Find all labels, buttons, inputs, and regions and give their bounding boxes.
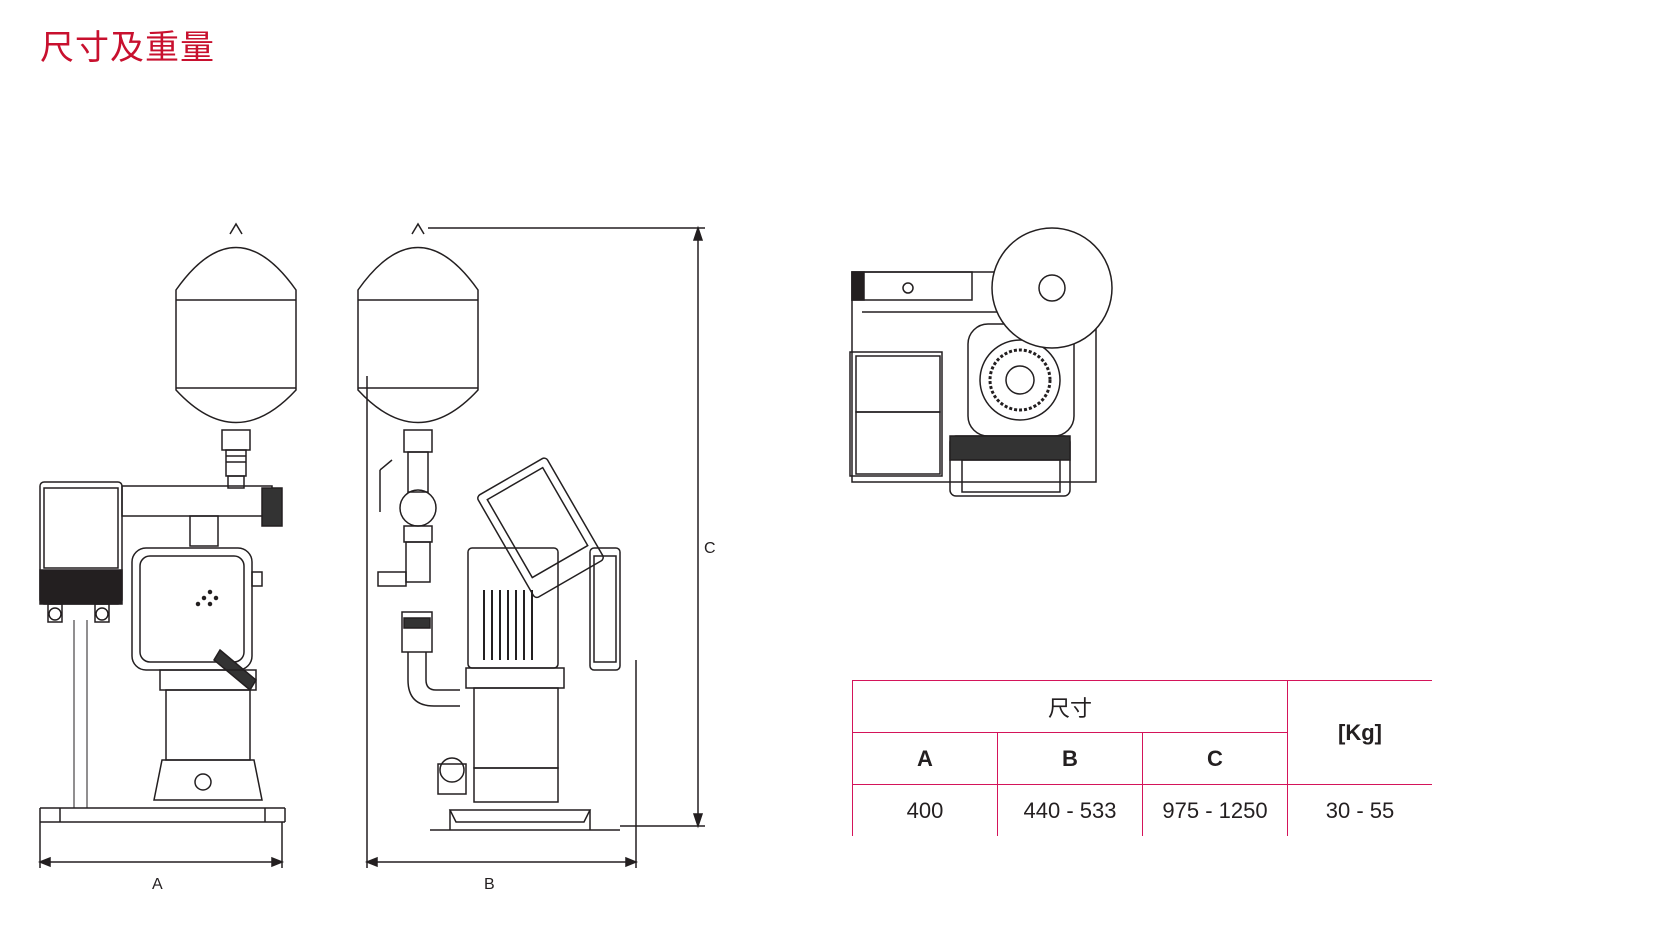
spec-table: 尺寸 [Kg] A B C 400 440 - 533 975 - 1250 3… — [852, 680, 1432, 836]
spec-value-row: 400 440 - 533 975 - 1250 30 - 55 — [852, 784, 1432, 836]
dimension-c-label: C — [704, 540, 716, 557]
side-tank-outline — [357, 246, 479, 424]
dimensions-group-header: 尺寸 — [852, 680, 1288, 733]
column-header-c: C — [1142, 732, 1288, 785]
value-b: 440 - 533 — [997, 784, 1143, 836]
front-tank-outline — [175, 246, 297, 424]
spec-column-row: A B C — [852, 732, 1433, 785]
column-header-a: A — [852, 732, 998, 785]
value-a: 400 — [852, 784, 998, 836]
value-weight: 30 - 55 — [1287, 784, 1432, 836]
column-header-b: B — [997, 732, 1143, 785]
side-control-box — [477, 457, 604, 599]
dimension-b-label: B — [484, 876, 495, 893]
weight-header: [Kg] — [1287, 680, 1432, 785]
front-drive-head — [131, 547, 253, 671]
front-view — [37, 222, 297, 868]
side-view — [357, 222, 705, 868]
dimension-a-label: A — [152, 876, 163, 893]
value-c: 975 - 1250 — [1142, 784, 1288, 836]
spec-header-row: 尺寸 [Kg] — [852, 680, 1432, 785]
page-title: 尺寸及重量 — [40, 28, 215, 68]
top-tank-disc — [991, 227, 1113, 349]
top-view — [849, 227, 1113, 497]
